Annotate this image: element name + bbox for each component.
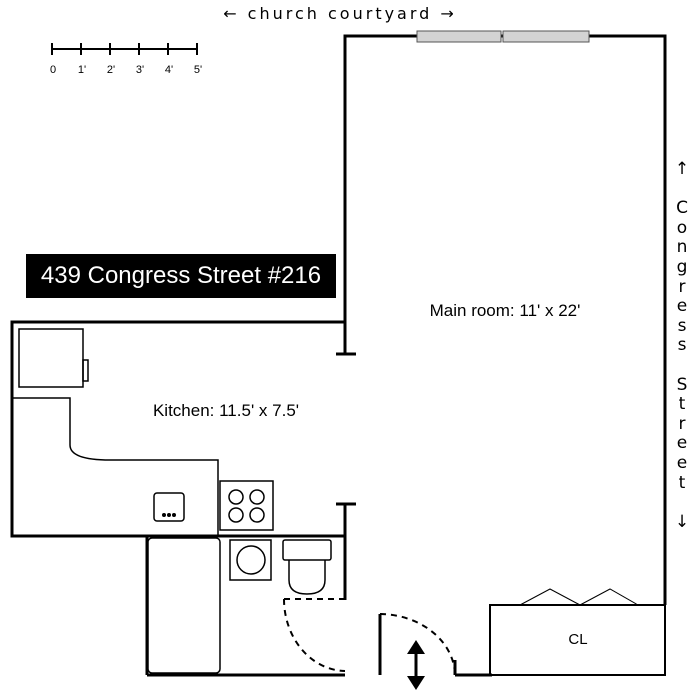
courtyard-label: ← church courtyard → [223,4,457,23]
street-label-char: e [676,433,688,454]
street-label-char: n [676,237,688,258]
kitchen-label: Kitchen: 11.5' x 7.5' [153,401,299,420]
street-label-char: C [676,198,688,219]
window [416,30,502,43]
street-label-char [672,180,692,200]
stove [219,480,274,531]
scale-tick-3: 3' [136,64,144,76]
kitchen-counter [12,397,219,536]
street-label-char: ↓ [674,511,690,532]
walls [10,34,667,677]
scale-tick-1: 1' [78,64,86,76]
street-label-char: s [677,335,687,356]
bathroom-sink [229,539,272,581]
street-label-char: S [676,374,688,395]
scale-tick-4: 4' [165,64,173,76]
sink [153,492,185,522]
toilet [282,539,332,595]
main-room-label: Main room: 11' x 22' [430,301,581,320]
scale-tick-5: 5' [194,64,202,76]
street-label-char: r [678,413,686,434]
street-label-char: e [676,296,688,317]
scale-labels: 0 1' 2' 3' 4' 5' [50,64,202,76]
courtyard-windows [416,30,590,43]
scale-tick-0: 0 [50,64,56,76]
street-label-char [672,356,692,376]
bathtub [147,537,221,674]
street-label-char: s [677,315,687,336]
closet-label: CL [568,631,587,648]
scale-bar [51,43,198,55]
entry-door [379,613,456,676]
street-label-char: o [676,217,688,238]
street-label-char: r [678,276,686,297]
entrance-arrow-icon [407,640,425,690]
scale-tick-2: 2' [107,64,115,76]
street-label-char: ↑ [674,159,690,179]
refrigerator [18,328,89,388]
window [502,30,590,43]
street-label-char: e [676,452,688,473]
bathroom-door [283,598,346,672]
street-label-char: t [678,394,686,415]
street-label-char [672,493,692,513]
street-label-char: g [676,256,688,277]
street-label-char: t [678,472,686,493]
property-title: 439 Congress Street #216 [26,254,336,298]
closet [489,588,666,676]
